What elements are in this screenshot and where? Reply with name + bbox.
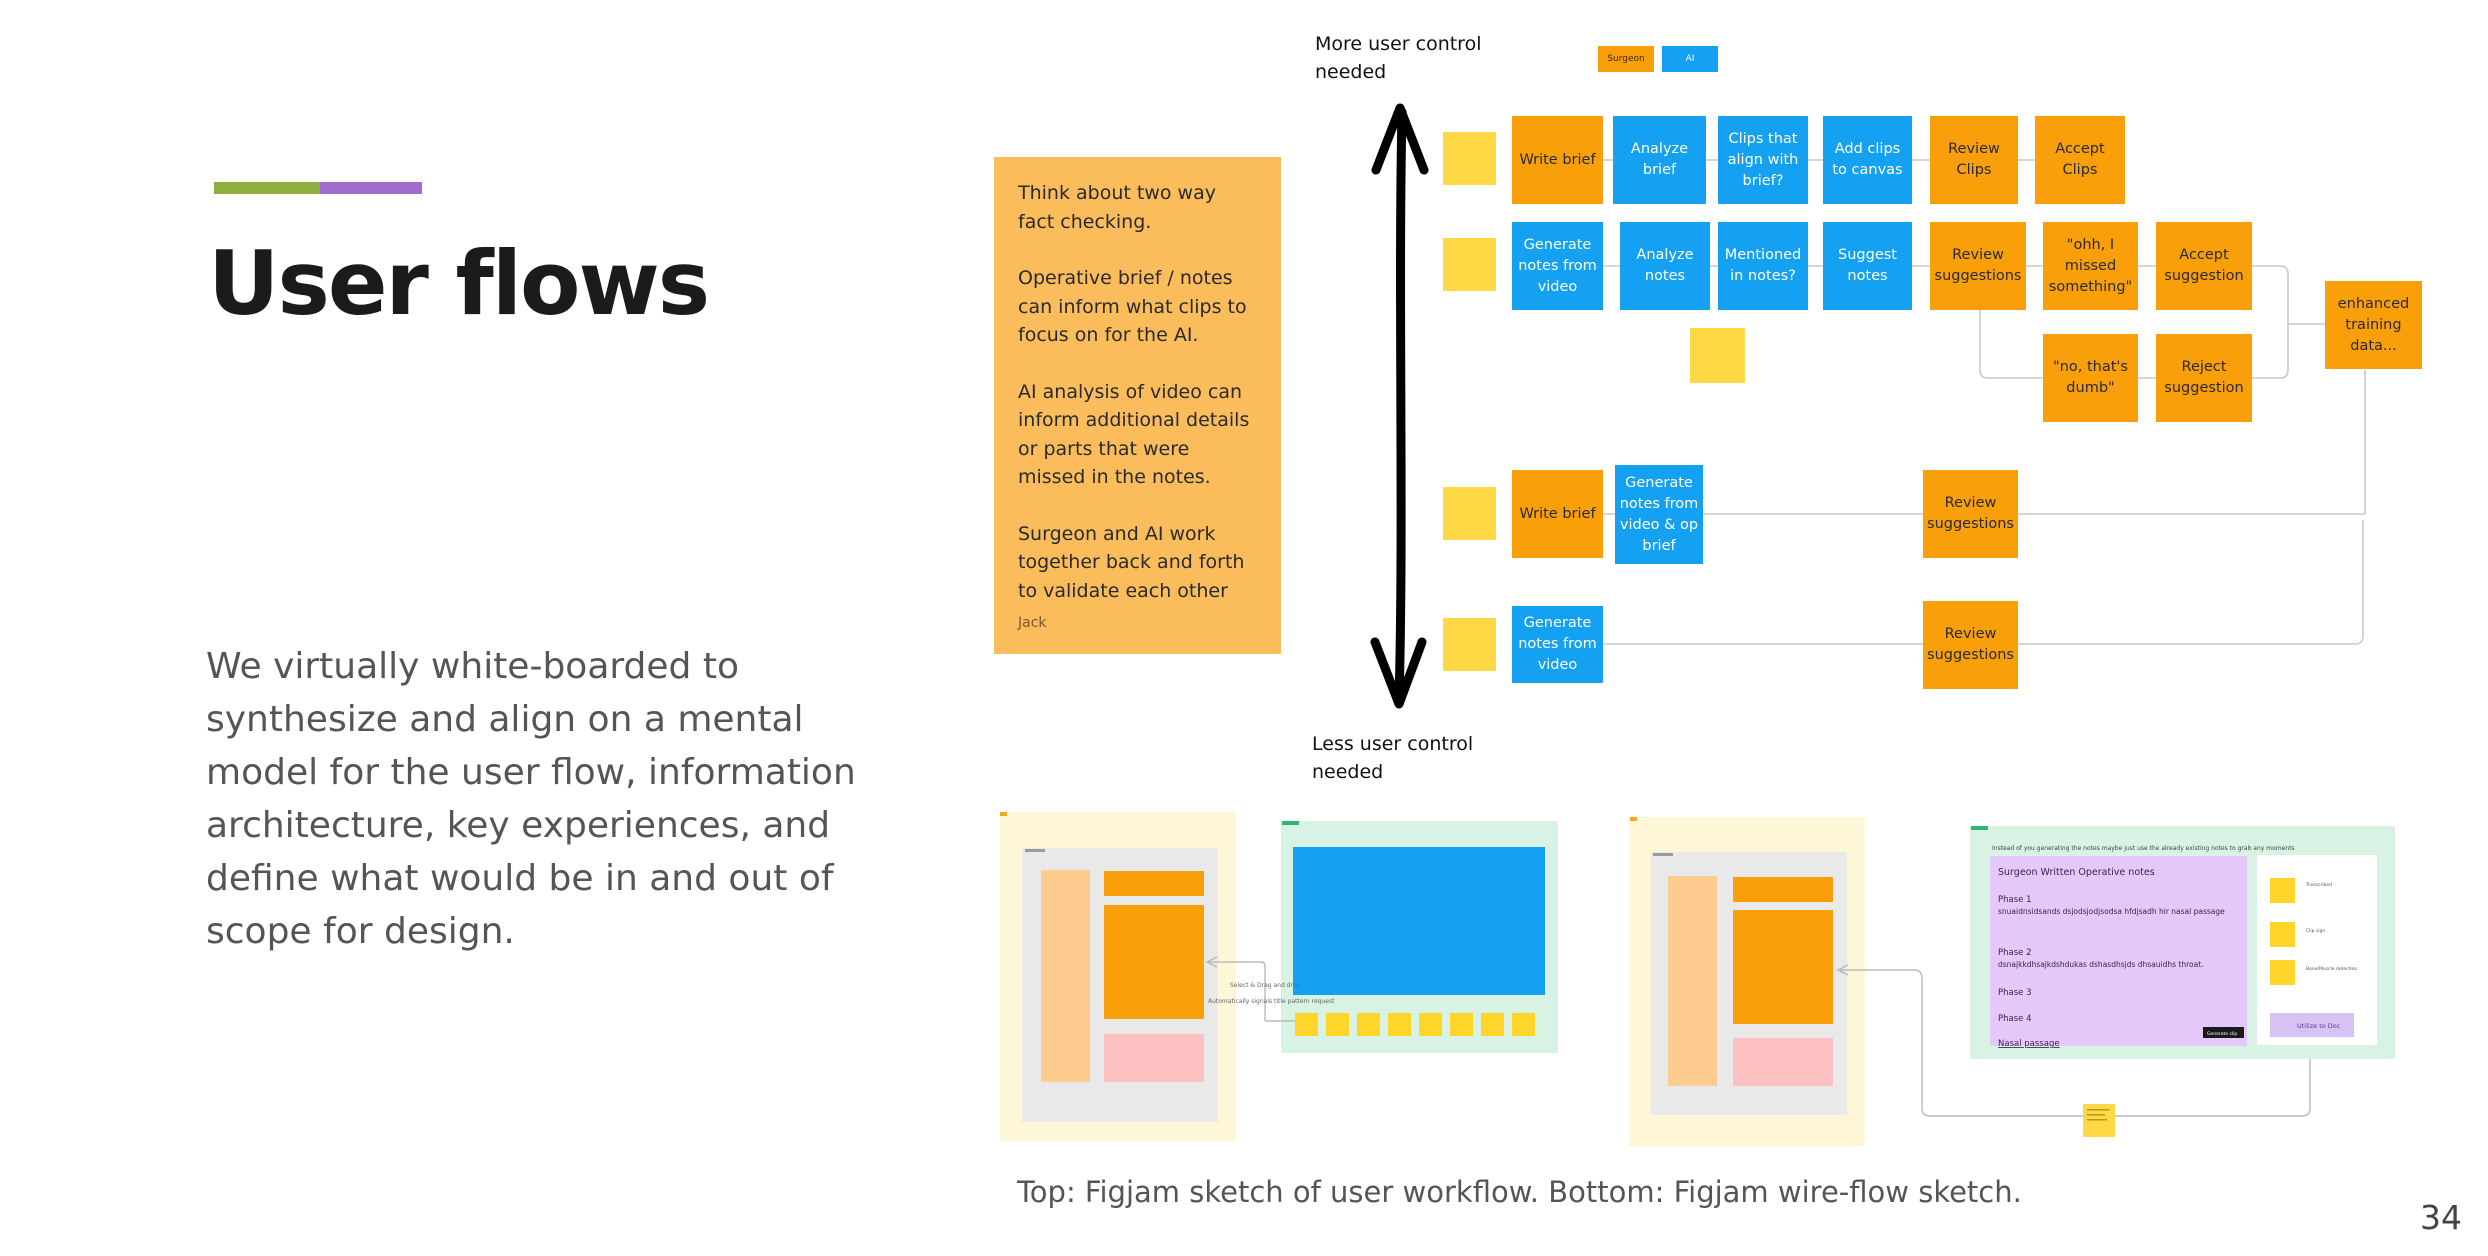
flow-box-r2-4[interactable]: Suggest notes (1823, 222, 1912, 310)
flow-box-r1-5[interactable]: Review Clips (1930, 116, 2018, 204)
wire-phase-4-text: Nasal passage (1998, 1039, 2060, 1049)
slide-title: User flows (208, 232, 710, 335)
figjam-sticky-note[interactable]: Think about two way fact checking. Opera… (994, 157, 1281, 654)
wireframe-1-bg (1000, 812, 1236, 1141)
flow-box-r4-2[interactable]: Review suggestions (1923, 601, 2018, 689)
flow-box-r2-6[interactable]: "ohh, I missed something" (2043, 222, 2138, 310)
wire-phase-2: Phase 2 (1998, 948, 2032, 958)
wire-step-note-2: Automatically signals title pattern requ… (1208, 998, 1335, 1005)
flow-box-r2-3[interactable]: Mentioned in notes? (1718, 222, 1808, 310)
note-paragraph-3: AI analysis of video can inform addition… (1018, 380, 1250, 489)
wire-panel-button: Utilize to Doc (2297, 1022, 2341, 1030)
wire-top-note: Instead of you generating the notes mayb… (1992, 845, 2295, 852)
axis-label-top: More user control needed (1315, 33, 1482, 83)
wire-doc-title: Surgeon Written Operative notes (1998, 867, 2155, 878)
flow-box-r2-5[interactable]: Review suggestions (1930, 222, 2026, 310)
flow-box-r1-6[interactable]: Accept Clips (2035, 116, 2125, 204)
legend-ai: AI (1662, 46, 1718, 72)
flow-sticky-row1[interactable] (1443, 132, 1496, 185)
note-paragraph-4: Surgeon and AI work together back and fo… (1018, 522, 1245, 602)
note-author: Jack (1018, 615, 1047, 631)
slide-body-text: We virtually white-boarded to synthesize… (206, 646, 856, 952)
flow-box-enhanced-training[interactable]: enhanced training data... (2325, 281, 2422, 369)
accent-bar-purple (320, 182, 422, 194)
flow-box-r1-3[interactable]: Clips that align with brief? (1718, 116, 1808, 204)
flow-box-r1-4[interactable]: Add clips to canvas (1823, 116, 1912, 204)
note-paragraph-2: Operative brief / notes can inform what … (1018, 267, 1247, 346)
wire-phase-2-text: dsnajkkdhsajkdshdukas dshasdhsjds dhsaui… (1998, 960, 2204, 969)
flow-box-r2-branch-1[interactable]: "no, that's dumb" (2043, 334, 2138, 422)
axis-label-bottom: Less user control needed (1312, 733, 1474, 783)
flow-box-r3-1[interactable]: Write brief (1512, 470, 1603, 558)
flow-box-r3-2[interactable]: Generate notes from video & op brief (1615, 465, 1703, 564)
wireframe-2-bg (1281, 821, 1558, 1053)
legend-surgeon: Surgeon (1598, 46, 1654, 72)
accent-bar-green (214, 182, 320, 194)
flow-box-r2-7[interactable]: Accept suggestion (2156, 222, 2252, 310)
page-number: 34 (2420, 1198, 2462, 1237)
flow-box-r3-3[interactable]: Review suggestions (1923, 470, 2018, 558)
wire-doc-button: Generate clip (2207, 1031, 2237, 1037)
flow-box-r2-branch-2[interactable]: Reject suggestion (2156, 334, 2252, 422)
flow-box-r2-1[interactable]: Generate notes from video (1512, 222, 1603, 310)
wire-panel-item-2: Clip sign (2306, 928, 2325, 934)
flow-sticky-row2[interactable] (1443, 238, 1496, 291)
flow-sticky-row2-note[interactable] (1690, 328, 1745, 383)
flow-sticky-row3[interactable] (1443, 487, 1496, 540)
wire-panel-item-3: Bone/Muscle detection (2306, 966, 2357, 972)
note-paragraph-1: Think about two way fact checking. (1018, 182, 1216, 233)
wire-panel-item-1: Transcribed (2305, 882, 2332, 888)
wire-step-note-1: Select & Drag and drop (1230, 982, 1300, 989)
flow-sticky-row4[interactable] (1443, 618, 1496, 671)
flow-box-r2-2[interactable]: Analyze notes (1620, 222, 1710, 310)
flow-box-r1-2[interactable]: Analyze brief (1613, 116, 1706, 204)
wire-phase-3: Phase 3 (1998, 988, 2032, 998)
wire-phase-4: Phase 4 (1998, 1014, 2032, 1024)
flow-box-r4-1[interactable]: Generate notes from video (1512, 606, 1603, 683)
figure-caption: Top: Figjam sketch of user workflow. Bot… (1017, 1175, 2022, 1209)
flow-box-r1-1[interactable]: Write brief (1512, 116, 1603, 204)
wireframe-4-bg (1970, 826, 2395, 1059)
wireframe-3-bg (1629, 817, 1865, 1146)
wire-phase-1: Phase 1 (1998, 895, 2032, 905)
wire-phase-1-text: snuaidnsidsands dsjodsjodjsodsa hfdjsadh… (1998, 907, 2225, 916)
